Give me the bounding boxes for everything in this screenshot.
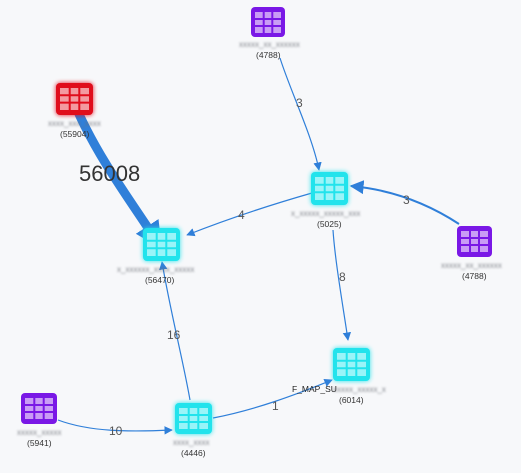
table-icon [175, 403, 212, 434]
table-icon [56, 83, 93, 115]
edge-bottom-to-left[interactable] [159, 261, 191, 401]
node-table-purple-bottom[interactable]: xxxxx_xxxxx (5941) [17, 393, 61, 448]
edges: 3 56008 4 3 8 16 1 10 [57, 57, 460, 438]
table-icon [21, 393, 57, 424]
node-name-blurred: x_xxxxxx_xxxx_xxxxx [117, 265, 194, 274]
node-name-blurred: xxxxx_xx_xxxxxx [441, 261, 502, 270]
node-count: (55904) [60, 129, 89, 139]
edge-label: 10 [109, 424, 123, 438]
edge-label: 3 [403, 193, 410, 207]
edge-label: 8 [339, 270, 346, 284]
node-name-blurred: xxxx_xxxx [173, 438, 209, 447]
node-table-red[interactable]: xxxx_xxx_xxxx (55904) [48, 83, 101, 139]
table-icon [311, 172, 348, 205]
node-table-cyan-bottomright[interactable]: F_MAP_SU xxxxx_xxxxx_x (6014) [292, 348, 386, 405]
edge-right-purple-to-center[interactable] [349, 180, 460, 225]
edge-label: 3 [296, 96, 303, 110]
node-count: (4446) [181, 448, 206, 458]
edge-label: 1 [272, 399, 279, 413]
edge-center-to-bottomright[interactable] [332, 229, 352, 341]
node-count: (6014) [339, 395, 364, 405]
edge-red-to-left[interactable] [74, 109, 162, 250]
node-table-purple-right[interactable]: xxxxx_xx_xxxxxx (4788) [441, 226, 502, 281]
table-icon [251, 7, 285, 37]
edge-label: 16 [167, 328, 181, 342]
node-table-cyan-bottom[interactable]: xxxx_xxxx (4446) [173, 403, 212, 458]
node-name: F_MAP_SU [292, 384, 337, 394]
nodes: xxxxx_xx_xxxxxx (4788) xxxx_xxx_xxxx (55… [17, 7, 502, 458]
node-name-blurred: x_xxxxx_xxxxx_xxx [291, 209, 360, 218]
node-table-cyan-left[interactable]: x_xxxxxx_xxxx_xxxxx (56470) [117, 228, 194, 285]
edge-top-purple-to-center[interactable] [279, 57, 322, 171]
table-icon [333, 348, 370, 381]
edge-label: 4 [238, 208, 245, 222]
table-icon [457, 226, 492, 257]
node-name-blurred: xxxxx_xx_xxxxxx [239, 40, 300, 49]
edge-bottom-to-bottomright[interactable] [212, 378, 333, 419]
node-table-purple-top[interactable]: xxxxx_xx_xxxxxx (4788) [239, 7, 300, 60]
node-count: (5941) [27, 438, 52, 448]
node-name-blurred: xxxx_xxx_xxxx [48, 119, 101, 128]
node-count: (4788) [256, 50, 281, 60]
edge-label: 56008 [79, 161, 140, 186]
edge-center-to-left[interactable] [186, 192, 313, 237]
node-count: (4788) [462, 271, 487, 281]
edge-bottom-purple-to-bottom[interactable] [57, 419, 173, 435]
node-name-blurred: xxxxx_xxxxx_x [333, 385, 386, 394]
node-table-cyan-center[interactable]: x_xxxxx_xxxxx_xxx (5025) [291, 172, 360, 229]
table-icon [143, 228, 180, 261]
node-count: (56470) [145, 275, 174, 285]
node-count: (5025) [317, 219, 342, 229]
node-name-blurred: xxxxx_xxxxx [17, 428, 61, 437]
